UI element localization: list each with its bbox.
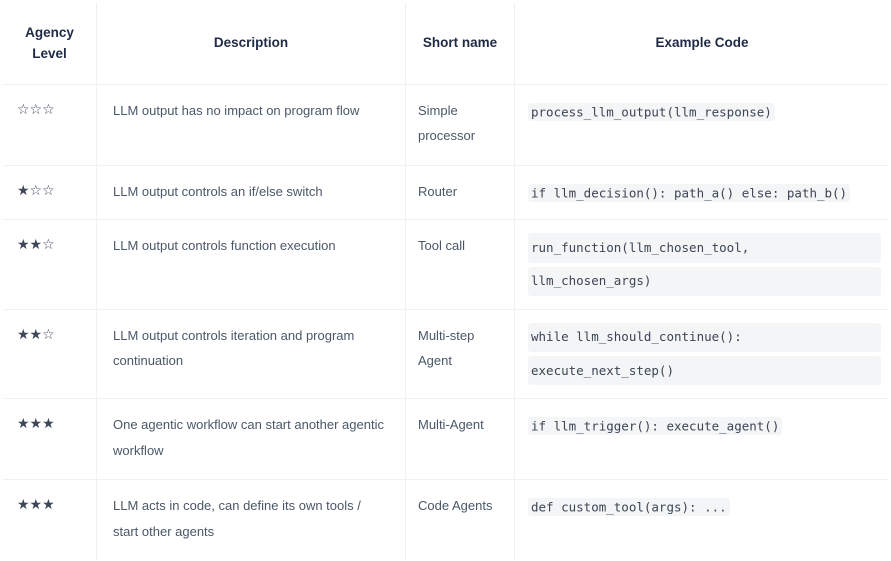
cell-agency-level: ★★★ [3,479,97,561]
code-snippet-line: llm_chosen_args) [528,266,881,296]
star-rating: ★★★ [17,416,55,433]
code-snippet-line: execute_next_step() [528,356,881,386]
cell-description: LLM output controls function execution [96,219,406,310]
star-rating: ★☆☆ [17,183,55,199]
column-header-example-code: Example Code [514,3,889,85]
star-rating: ★★☆ [17,237,55,254]
cell-agency-level: ★★☆ [3,309,97,400]
table-body: ☆☆☆ LLM output has no impact on program … [3,84,889,561]
table-row: ★★★ One agentic workflow can start anoth… [3,398,889,481]
cell-example-code: def custom_tool(args): ... [514,479,889,561]
cell-description: LLM acts in code, can define its own too… [96,479,406,561]
cell-description: LLM output controls iteration and progra… [96,309,406,400]
cell-agency-level: ★☆☆ [3,165,97,221]
column-header-short-name: Short name [405,3,515,85]
code-snippet: if llm_trigger(): execute_agent() [528,416,783,435]
cell-agency-level: ★★☆ [3,219,97,310]
table-row: ★★☆ LLM output controls function executi… [3,219,889,310]
table-row: ★☆☆ LLM output controls an if/else switc… [3,165,889,221]
cell-short-name: Multi-Agent [405,398,515,481]
star-rating: ☆☆☆ [17,102,55,118]
cell-example-code: if llm_trigger(): execute_agent() [514,398,889,481]
cell-short-name: Router [405,165,515,221]
cell-example-code: while llm_should_continue(): execute_nex… [514,309,889,400]
cell-short-name: Code Agents [405,479,515,561]
code-snippet: def custom_tool(args): ... [528,497,730,516]
cell-example-code: if llm_decision(): path_a() else: path_b… [514,165,889,221]
cell-short-name: Tool call [405,219,515,310]
cell-short-name: Simple processor [405,84,515,166]
star-rating: ★★★ [17,497,55,514]
code-snippet: process_llm_output(llm_response) [528,102,775,121]
table-header-row: Agency Level Description Short name Exam… [3,3,889,85]
column-header-description: Description [96,3,406,85]
cell-agency-level: ★★★ [3,398,97,481]
cell-description: One agentic workflow can start another a… [96,398,406,481]
cell-example-code: process_llm_output(llm_response) [514,84,889,166]
cell-agency-level: ☆☆☆ [3,84,97,166]
code-snippet-line: run_function(llm_chosen_tool, [528,233,881,263]
table-row: ☆☆☆ LLM output has no impact on program … [3,84,889,166]
cell-example-code: run_function(llm_chosen_tool, llm_chosen… [514,219,889,310]
column-header-agency-level: Agency Level [3,3,97,85]
star-rating: ★★☆ [17,326,55,343]
code-snippet: if llm_decision(): path_a() else: path_b… [528,183,851,202]
cell-description: LLM output controls an if/else switch [96,165,406,221]
cell-short-name: Multi-step Agent [405,309,515,400]
table-row: ★★☆ LLM output controls iteration and pr… [3,309,889,400]
cell-description: LLM output has no impact on program flow [96,84,406,166]
table-head: Agency Level Description Short name Exam… [3,3,889,85]
table-row: ★★★ LLM acts in code, can define its own… [3,479,889,561]
code-snippet-line: while llm_should_continue(): [528,322,881,353]
